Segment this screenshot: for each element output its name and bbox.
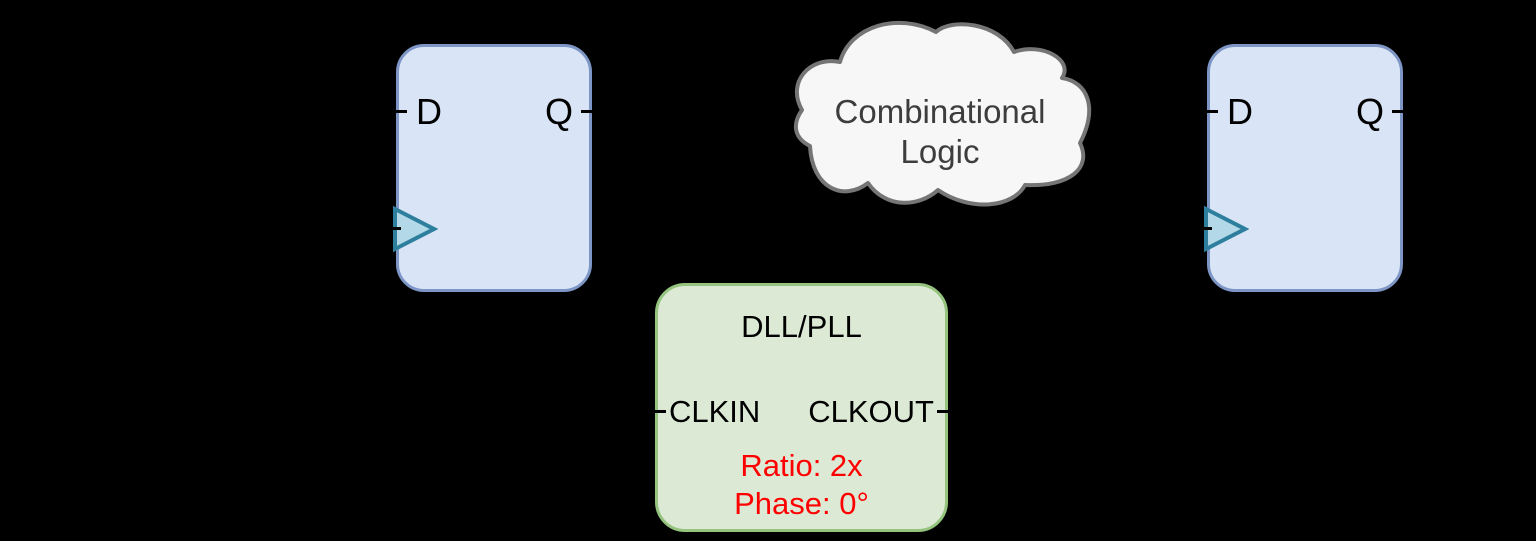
- wire-stub-clkout: [937, 410, 953, 413]
- ratio-annotation: Ratio: 2x: [740, 448, 863, 483]
- wire-stub-d-input: [1202, 110, 1218, 113]
- dll-pll-block: DLL/PLL CLKIN CLKOUT Ratio: 2x Phase: 0°: [650, 283, 953, 532]
- flipflop-right: D Q: [1201, 44, 1408, 292]
- wire-stub-q-output: [581, 110, 597, 113]
- flipflop-left-q-label: Q: [544, 91, 573, 132]
- clkout-port-label: CLKOUT: [808, 394, 934, 429]
- cloud-label: Combinational Logic: [786, 16, 1094, 212]
- flipflop-right-d-label: D: [1227, 91, 1253, 132]
- flipflop-left-d-label: D: [416, 91, 442, 132]
- wire-stub-clock: [390, 227, 401, 230]
- wire-stub-q-output: [1392, 110, 1408, 113]
- cloud-label-line1: Combinational: [834, 93, 1046, 130]
- cloud-shape-icon: [793, 20, 1091, 207]
- wire-stub-clock: [1201, 227, 1212, 230]
- dll-pll-title: DLL/PLL: [741, 309, 862, 344]
- flipflop-left: D Q: [390, 44, 597, 292]
- cloud-label-line2: Logic: [900, 133, 980, 170]
- phase-annotation: Phase: 0°: [734, 486, 869, 521]
- wire-stub-clkin: [650, 410, 666, 413]
- wire-stub-d-input: [391, 110, 407, 113]
- combinational-logic-cloud: Combinational Logic: [786, 16, 1094, 212]
- clkin-port-label: CLKIN: [669, 394, 761, 429]
- flipflop-right-q-label: Q: [1355, 91, 1384, 132]
